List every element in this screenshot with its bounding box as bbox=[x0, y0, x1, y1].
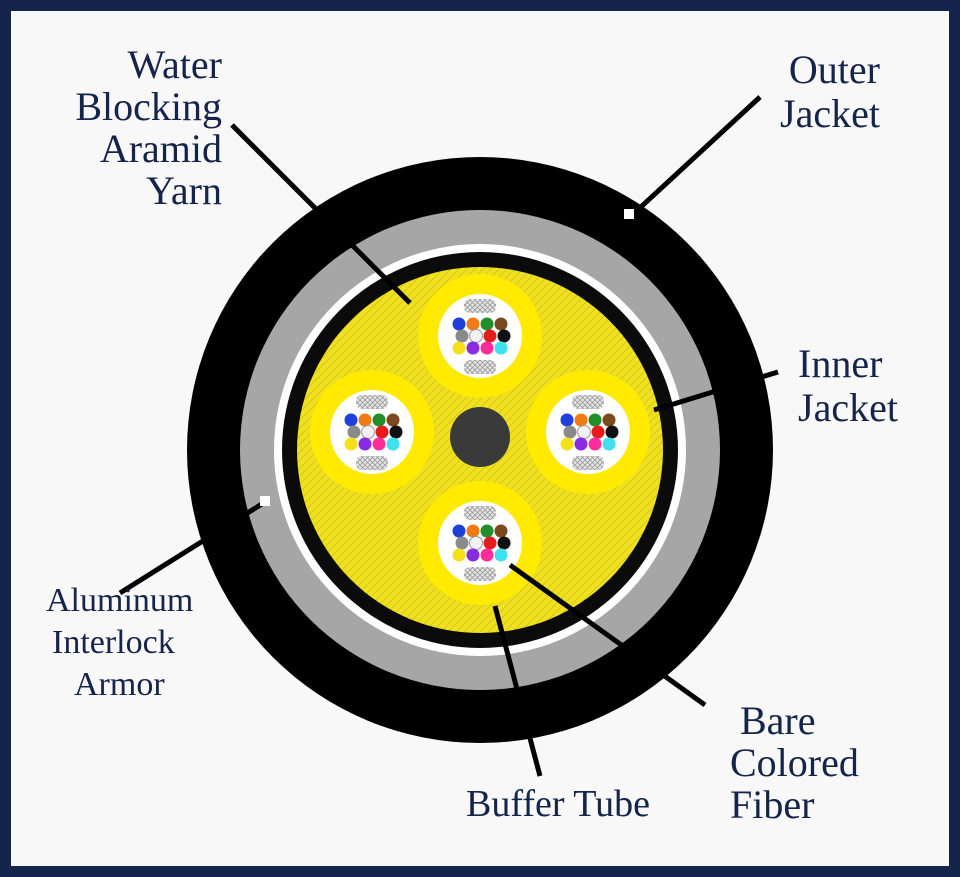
bare-colored-fiber bbox=[602, 437, 616, 451]
bare-colored-fiber bbox=[469, 536, 483, 550]
bare-colored-fiber bbox=[480, 548, 494, 562]
leader-endpoint-outer-jacket bbox=[624, 209, 634, 219]
bare-colored-fiber bbox=[494, 548, 508, 562]
label-line: Blocking bbox=[75, 84, 222, 129]
bare-colored-fiber bbox=[591, 425, 605, 439]
bare-colored-fiber bbox=[455, 329, 469, 343]
bare-colored-fiber bbox=[466, 548, 480, 562]
bare-colored-fiber bbox=[452, 317, 466, 331]
bare-colored-fiber bbox=[574, 413, 588, 427]
leader-lines bbox=[118, 95, 779, 777]
bare-colored-fiber bbox=[452, 341, 466, 355]
bare-colored-fiber bbox=[588, 413, 602, 427]
buffer-tube-left bbox=[310, 370, 434, 494]
bare-colored-fiber bbox=[358, 413, 372, 427]
leader-outer-jacket bbox=[628, 95, 762, 219]
label-buffer-tube: Buffer Tube bbox=[466, 784, 666, 824]
bare-colored-fiber bbox=[469, 329, 483, 343]
label-outer-jacket: Outer Jacket bbox=[720, 48, 880, 136]
bare-colored-fiber bbox=[497, 536, 511, 550]
bare-colored-fiber bbox=[375, 425, 389, 439]
leader-aluminum-armor bbox=[118, 499, 267, 596]
bare-colored-fiber bbox=[358, 437, 372, 451]
label-line: Buffer Tube bbox=[466, 783, 651, 825]
bare-colored-fiber bbox=[588, 437, 602, 451]
label-line: Jacket bbox=[798, 385, 898, 430]
label-line: Colored bbox=[730, 740, 859, 785]
leader-endpoints bbox=[260, 209, 634, 506]
bare-colored-fiber bbox=[389, 425, 403, 439]
leader-water-blocking bbox=[230, 123, 412, 305]
gel-pad bbox=[464, 299, 496, 313]
leader-endpoint-aluminum-armor bbox=[260, 496, 270, 506]
bare-colored-fiber bbox=[347, 425, 361, 439]
label-line: Interlock bbox=[52, 624, 175, 661]
bare-colored-fiber bbox=[560, 413, 574, 427]
label-line: Yarn bbox=[146, 168, 222, 213]
bare-colored-fiber bbox=[577, 425, 591, 439]
bare-colored-fiber bbox=[494, 317, 508, 331]
bare-colored-fiber bbox=[494, 341, 508, 355]
bare-colored-fiber bbox=[455, 536, 469, 550]
bare-colored-fiber bbox=[344, 413, 358, 427]
central-strength-member bbox=[450, 407, 510, 467]
bare-colored-fiber bbox=[372, 437, 386, 451]
leader-bare-fiber bbox=[508, 562, 707, 708]
label-line: Fiber bbox=[730, 782, 815, 827]
label-line: Inner bbox=[798, 341, 883, 386]
buffer-tubes bbox=[310, 274, 650, 605]
label-aluminum-interlock-armor: Aluminum Interlock Armor bbox=[46, 580, 246, 706]
gel-pad bbox=[464, 360, 496, 374]
label-line: Armor bbox=[74, 666, 165, 703]
gel-pad bbox=[572, 456, 604, 470]
label-line: Outer bbox=[788, 47, 880, 92]
bare-colored-fiber bbox=[466, 341, 480, 355]
gel-pad bbox=[572, 395, 604, 409]
label-line: Jacket bbox=[780, 91, 880, 136]
bare-colored-fiber bbox=[452, 524, 466, 538]
gel-pad bbox=[464, 567, 496, 581]
label-inner-jacket: Inner Jacket bbox=[798, 342, 938, 430]
bare-colored-fiber bbox=[344, 437, 358, 451]
bare-colored-fiber bbox=[452, 548, 466, 562]
gel-pad bbox=[356, 395, 388, 409]
bare-colored-fiber bbox=[605, 425, 619, 439]
leader-buffer-tube bbox=[492, 605, 543, 777]
bare-colored-fiber bbox=[386, 413, 400, 427]
bare-colored-fiber bbox=[483, 536, 497, 550]
bare-colored-fiber bbox=[372, 413, 386, 427]
bare-colored-fiber bbox=[560, 437, 574, 451]
bare-colored-fiber bbox=[480, 317, 494, 331]
bare-colored-fiber bbox=[480, 341, 494, 355]
bare-colored-fiber bbox=[466, 317, 480, 331]
buffer-tube-right bbox=[526, 370, 650, 494]
bare-colored-fiber bbox=[497, 329, 511, 343]
bare-colored-fiber bbox=[466, 524, 480, 538]
label-bare-colored-fiber: Bare Colored Fiber bbox=[730, 700, 890, 826]
gel-pad bbox=[464, 506, 496, 520]
bare-colored-fiber bbox=[494, 524, 508, 538]
label-line: Aluminum bbox=[46, 582, 194, 619]
gel-pad bbox=[356, 456, 388, 470]
buffer-tube-bottom bbox=[418, 481, 542, 605]
bare-colored-fiber bbox=[483, 329, 497, 343]
leader-inner-jacket bbox=[653, 369, 779, 413]
bare-colored-fiber bbox=[602, 413, 616, 427]
bare-colored-fiber bbox=[563, 425, 577, 439]
buffer-tube-top bbox=[418, 274, 542, 398]
bare-colored-fiber bbox=[480, 524, 494, 538]
label-line: Aramid bbox=[99, 126, 222, 171]
label-line: Water bbox=[127, 42, 223, 87]
label-water-blocking-aramid-yarn: Water Blocking Aramid Yarn bbox=[62, 44, 222, 212]
bare-colored-fiber bbox=[386, 437, 400, 451]
bare-colored-fiber bbox=[574, 437, 588, 451]
bare-colored-fiber bbox=[361, 425, 375, 439]
label-line: Bare bbox=[740, 698, 816, 743]
